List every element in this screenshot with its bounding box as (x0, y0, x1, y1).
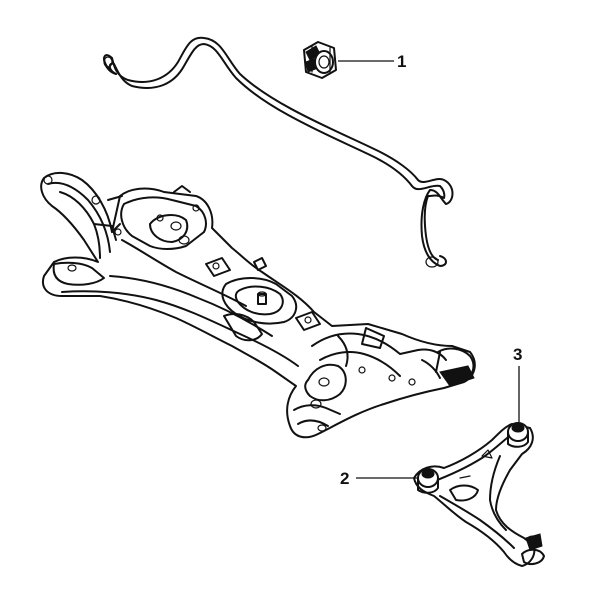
callout-1-number: 1 (397, 52, 407, 71)
stabilizer-bar (103, 36, 454, 268)
callout-2-number: 2 (340, 469, 350, 488)
front-subframe (40, 172, 476, 439)
lower-control-arm (413, 422, 545, 567)
callout-3-number: 3 (513, 345, 523, 364)
stabilizer-bushing (303, 41, 337, 79)
